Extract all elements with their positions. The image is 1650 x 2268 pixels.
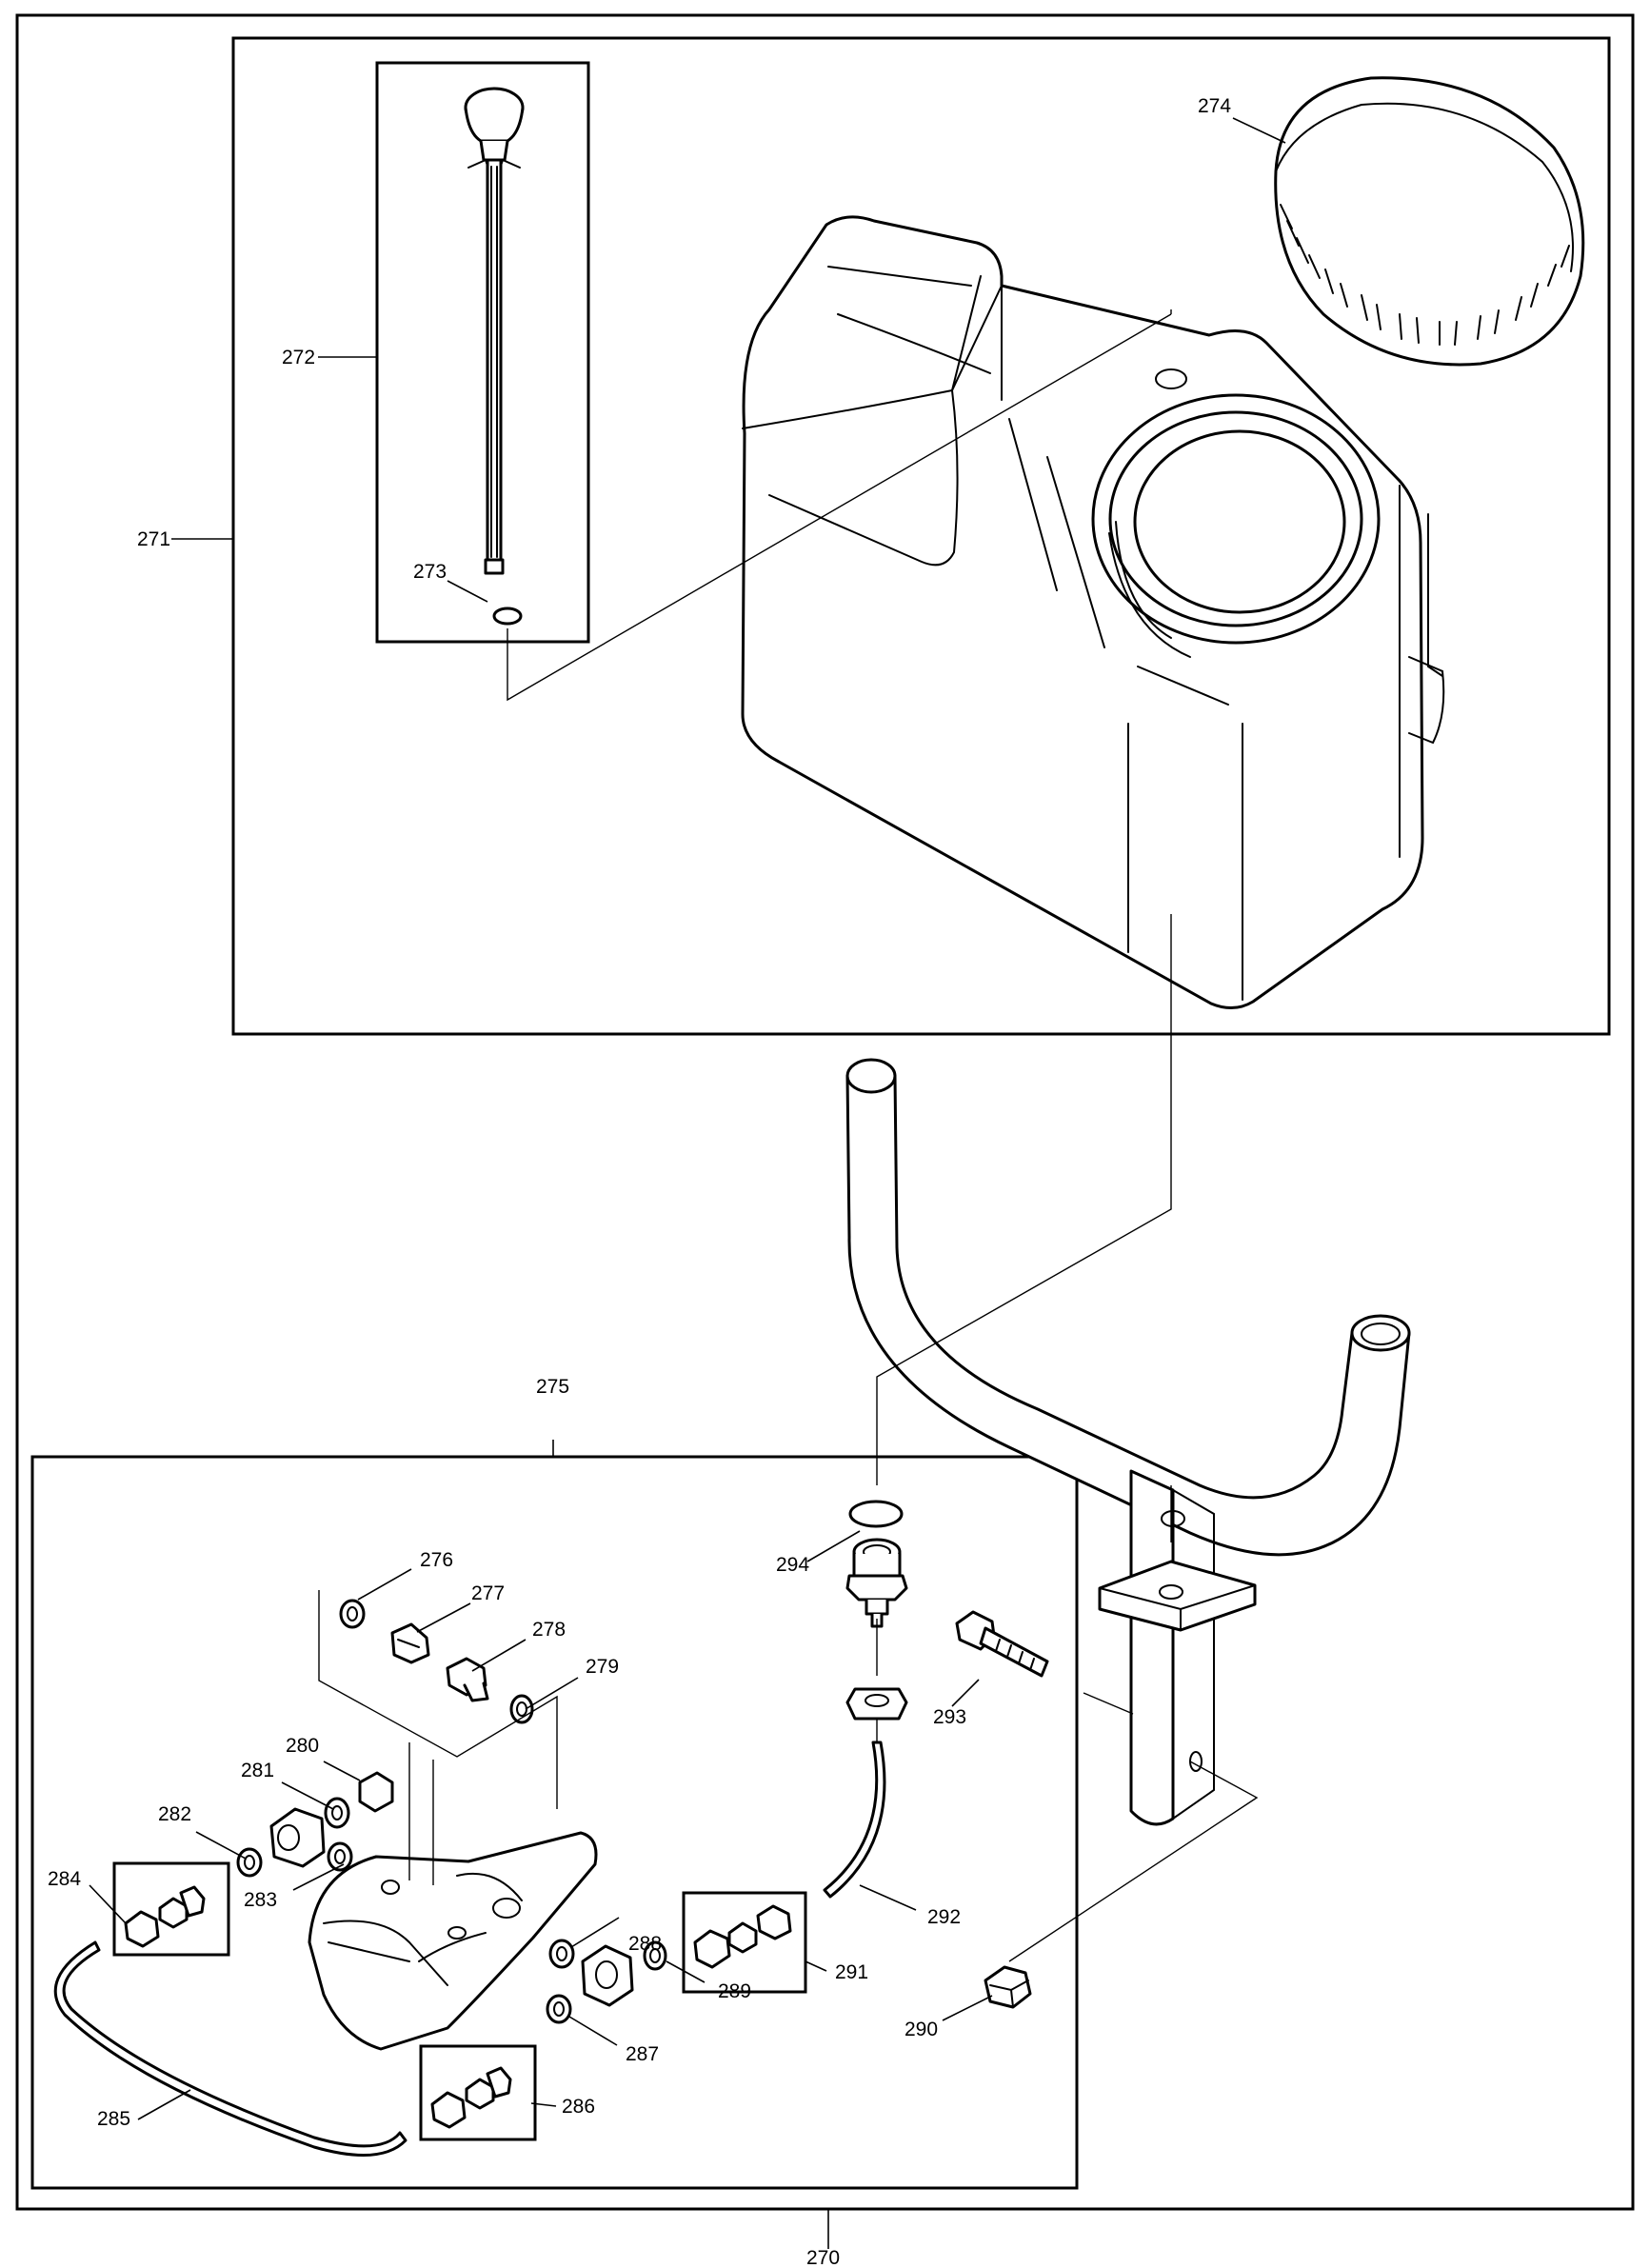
callout-280: 280 [286, 1735, 319, 1757]
water-tank [741, 215, 1445, 1009]
hose-assembly-frame [30, 1455, 1079, 2190]
outer-assembly-frame [15, 13, 1635, 2211]
fitting-294 [845, 1500, 908, 1628]
callout-275: 275 [536, 1376, 569, 1398]
callout-277: 277 [471, 1582, 505, 1604]
callout-283: 283 [244, 1889, 277, 1911]
tank-cap [1274, 76, 1585, 367]
washer-282 [236, 1847, 263, 1878]
washer-283 [327, 1841, 353, 1872]
washer-279 [509, 1694, 534, 1724]
callout-288: 288 [628, 1933, 662, 1955]
assembly-lines [318, 309, 1259, 1962]
nipple-291 [693, 1904, 792, 1969]
leader-lines [89, 117, 1286, 2249]
callout-282: 282 [158, 1803, 191, 1825]
washer-281 [324, 1797, 350, 1829]
tank-assembly-frame [231, 36, 1611, 1036]
nut-elbow [269, 1807, 326, 1868]
callout-293: 293 [933, 1706, 966, 1728]
hex-nut [845, 1687, 908, 1721]
washer-288 [548, 1939, 575, 1969]
hose-block-body [308, 1831, 598, 2051]
dipstick-o-ring [492, 607, 523, 626]
washer-276 [339, 1599, 366, 1629]
dipstick-subframe [375, 61, 590, 644]
bolt-293 [955, 1610, 1049, 1678]
callout-285: 285 [97, 2108, 130, 2130]
callout-271: 271 [137, 528, 170, 550]
hose-292 [823, 1741, 886, 1899]
callout-292: 292 [927, 1906, 961, 1928]
callout-276: 276 [420, 1549, 453, 1571]
nipple-subframe-284 [112, 1861, 230, 1957]
hose-285 [53, 1940, 408, 2157]
callout-294: 294 [776, 1554, 809, 1576]
callout-284: 284 [48, 1868, 81, 1890]
callout-270: 270 [806, 2247, 840, 2268]
callout-279: 279 [586, 1656, 619, 1678]
callout-290: 290 [905, 2019, 938, 2040]
nut-connector [581, 1944, 634, 2007]
plug-277 [390, 1622, 430, 1664]
tank-bracket [845, 1058, 1411, 1826]
callout-labels: 270 271 272 273 274 275 276 277 278 279 … [48, 95, 1231, 2268]
callout-287: 287 [626, 2043, 659, 2065]
callout-274: 274 [1198, 95, 1231, 117]
nut-290 [984, 1965, 1032, 2009]
callout-272: 272 [282, 347, 315, 368]
nipple-284 [124, 1885, 206, 1948]
dipstick [464, 87, 525, 626]
nipple-278 [446, 1657, 489, 1702]
washer-287 [546, 1994, 572, 2024]
nipple-subframe-286 [419, 2044, 537, 2141]
nipple-286 [430, 2066, 512, 2129]
o-ring-294 [848, 1500, 904, 1528]
cap-grip-ridges [1280, 204, 1570, 346]
plug-280 [358, 1771, 394, 1813]
washer-289 [643, 1940, 667, 1971]
callout-273: 273 [413, 561, 447, 583]
callout-289: 289 [718, 1980, 751, 2002]
nipple-subframe-291 [682, 1891, 807, 1994]
callout-286: 286 [562, 2096, 595, 2118]
callout-281: 281 [241, 1760, 274, 1781]
callout-278: 278 [532, 1619, 566, 1641]
callout-291: 291 [835, 1961, 868, 1983]
